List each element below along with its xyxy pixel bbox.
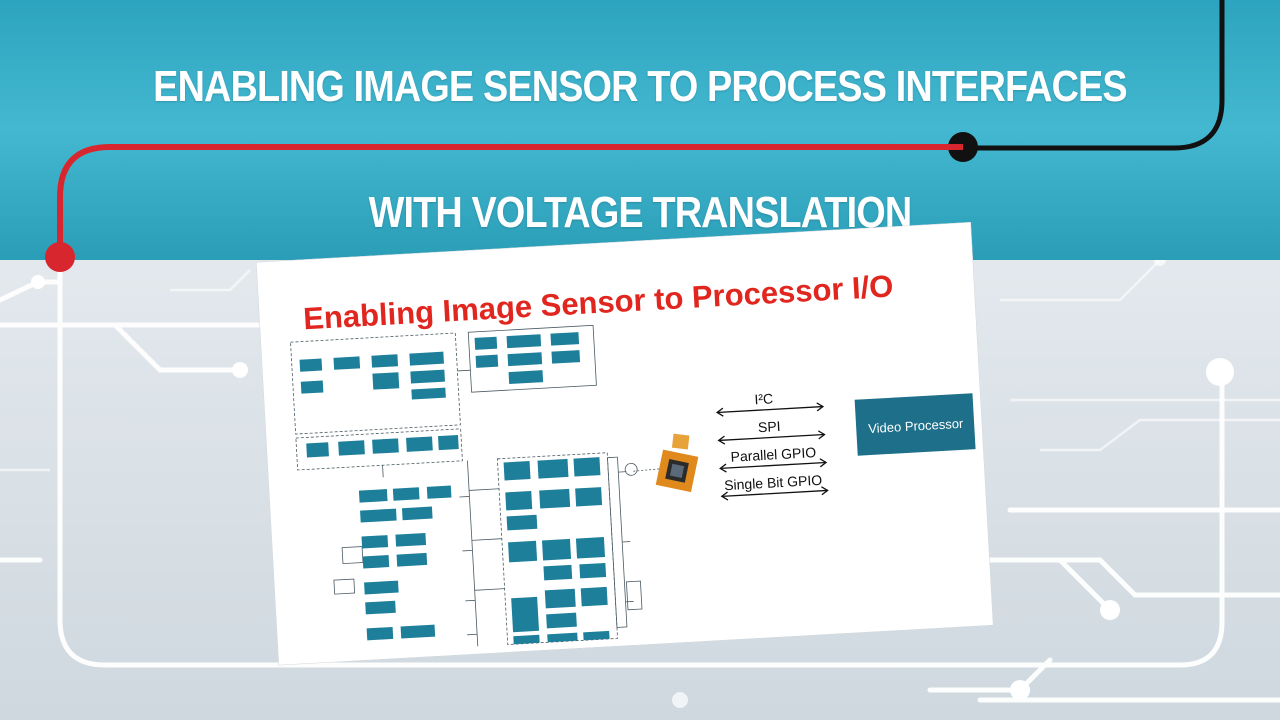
banner-title-line-1: ENABLING IMAGE SENSOR TO PROCESS INTERFA… — [153, 62, 1127, 111]
interface-label-i2c: I²C — [753, 390, 774, 408]
banner-title-line-2: WITH VOLTAGE TRANSLATION — [368, 188, 913, 237]
interface-label-spi: SPI — [757, 417, 781, 436]
slide-image: Enabling Image Sensor to Processor I/O V… — [256, 222, 994, 666]
